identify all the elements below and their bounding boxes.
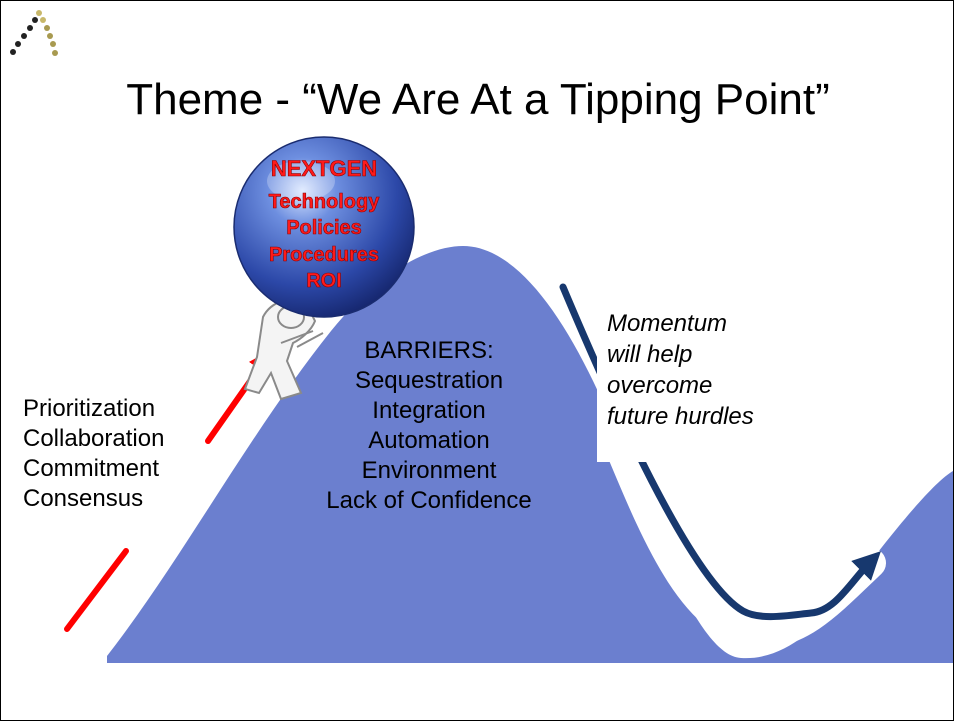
- dotted-triangle-logo: [10, 10, 58, 56]
- momentum-line-2: will help: [607, 341, 693, 368]
- factor-collaboration: Collaboration: [23, 425, 165, 452]
- ball-label-procedures: Procedures: [269, 244, 379, 266]
- barrier-lack-of-confidence: Lack of Confidence: [326, 487, 532, 514]
- globe-ball-icon: [233, 136, 415, 318]
- momentum-callout: Momentum will help overcome future hurdl…: [597, 306, 823, 462]
- barrier-automation: Automation: [368, 427, 490, 454]
- ball-label-roi: ROI: [306, 270, 342, 292]
- barriers-heading: BARRIERS:: [364, 337, 494, 364]
- ball-label-policies: Policies: [286, 217, 362, 239]
- barrier-sequestration: Sequestration: [354, 367, 504, 394]
- factor-consensus: Consensus: [23, 485, 144, 512]
- upward-arrow-lower: [64, 548, 129, 632]
- momentum-line-4: future hurdles: [607, 403, 754, 430]
- barrier-environment: Environment: [361, 457, 497, 484]
- success-factors-list: Prioritization Collaboration Commitment …: [23, 394, 164, 514]
- ball-label-nextgen: NEXTGEN: [271, 156, 377, 181]
- slide-title: Theme - “We Are At a Tipping Point”: [126, 75, 830, 124]
- ball-label-technology: Technology: [269, 191, 381, 213]
- factor-commitment: Commitment: [23, 455, 160, 482]
- barriers-list: BARRIERS: Sequestration Integration Auto…: [299, 336, 559, 516]
- momentum-line-1: Momentum: [607, 310, 728, 337]
- barrier-integration: Integration: [372, 397, 486, 424]
- mountain-shape: [107, 246, 953, 663]
- factor-prioritization: Prioritization: [23, 395, 156, 422]
- momentum-line-3: overcome: [607, 372, 713, 399]
